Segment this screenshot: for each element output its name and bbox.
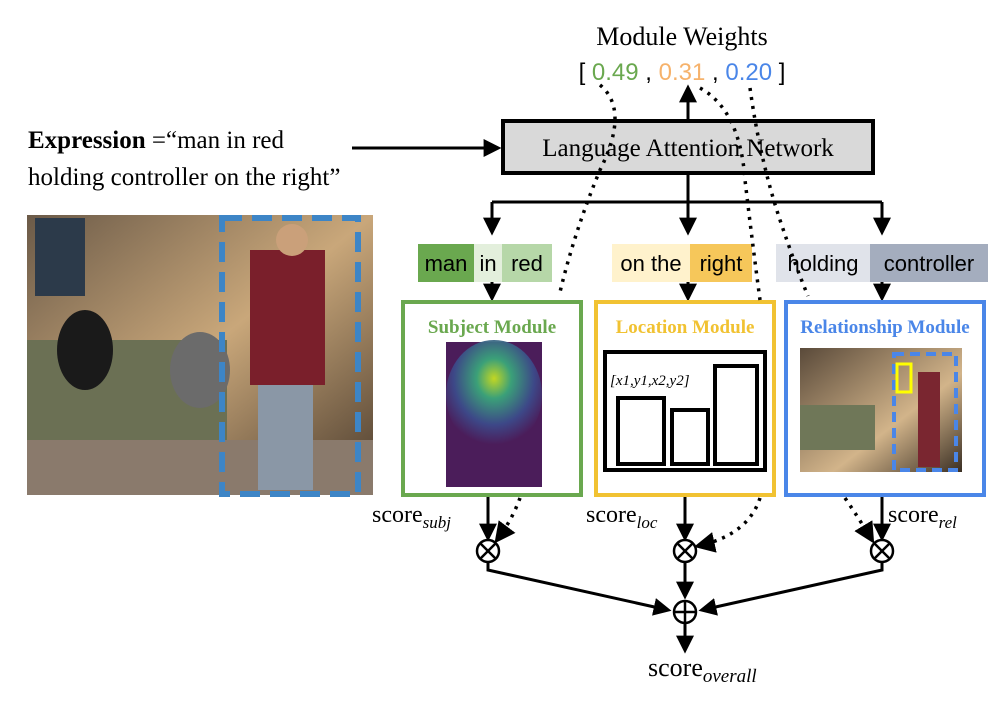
subject-module-title: Subject Module [428, 317, 556, 338]
relationship-photo [800, 348, 962, 472]
score-loc-sub: loc [637, 513, 658, 532]
lan-label: Language Attention Network [542, 135, 834, 162]
module-weights-title: Module Weights [596, 22, 767, 51]
expression-label: Expression [28, 127, 146, 154]
expression-text-1: =“man in red [152, 127, 285, 154]
photo-floor [27, 440, 373, 495]
dotted-weight-rel [748, 87, 810, 297]
dotted-weight-rel-to-mult [843, 497, 875, 544]
score-overall-base: score [648, 653, 703, 682]
arrow-mult-subj-to-add [486, 563, 672, 616]
location-bar-1 [616, 396, 666, 466]
arrow-mult-rel-to-add [698, 563, 884, 616]
expression-line-2: holding controller on the right” [28, 164, 340, 191]
weights-sep-1: , [645, 59, 658, 86]
weight-loc: 0.31 [659, 59, 706, 86]
rel-photo-person-standing [918, 372, 940, 467]
phrase-rel-word-2: controller [884, 251, 974, 276]
multiply-node-loc [672, 538, 698, 564]
weight-subj: 0.49 [592, 59, 639, 86]
location-bar-3 [713, 364, 759, 466]
dotted-weight-subj-to-mult [494, 497, 522, 544]
weight-rel: 0.20 [725, 59, 772, 86]
phrase-loc-word-1: on the [620, 251, 681, 276]
input-photo [27, 215, 373, 497]
weights-open-bracket: [ [579, 59, 586, 86]
photo-person-3-shirt [250, 250, 325, 385]
photo-target-box [219, 215, 361, 497]
phrase-subj-word-2: in [479, 251, 496, 276]
phrase-rel-chip-2 [870, 244, 988, 282]
multiply-x2-subj [479, 542, 497, 560]
photo-person-2 [170, 332, 230, 408]
score-rel-base: score [888, 502, 939, 528]
multiply-node-subj [475, 538, 501, 564]
score-overall-label: scoreoverall [648, 653, 757, 687]
phrase-loc-word-2: right [700, 251, 743, 276]
photo-poster [35, 218, 85, 296]
score-rel-label: scorerel [888, 502, 957, 532]
phrase-loc-chip-2 [690, 244, 752, 282]
location-module-title: Location Module [616, 317, 755, 338]
add-node [672, 599, 698, 625]
weights-sep-2: , [712, 59, 725, 86]
rel-subject-box [892, 352, 958, 472]
photo-person-1 [57, 310, 113, 390]
location-coords: [x1,y1,x2,y2] [610, 373, 690, 389]
multiply-node-rel [869, 538, 895, 564]
expression-line-1: Expression =“man in red [28, 127, 284, 154]
phrase-subj-word-3: red [511, 251, 543, 276]
photo-person-3-head [276, 224, 308, 256]
phrase-subj-chip-2 [474, 244, 502, 282]
phrase-loc-chip-1 [612, 244, 690, 282]
module-weights-values: [ 0.49 , 0.31 , 0.20 ] [579, 59, 786, 86]
subject-heatmap [446, 340, 542, 487]
heatmap-hotspot [446, 340, 542, 450]
dotted-weight-subj [558, 83, 617, 293]
score-loc-base: score [586, 502, 637, 528]
score-overall-sub: overall [703, 666, 757, 687]
phrase-subj-chip-1 [418, 244, 474, 282]
relationship-module-title: Relationship Module [800, 317, 969, 338]
multiply-x2-rel [873, 542, 891, 560]
rel-object-box [895, 362, 913, 394]
phrase-subj-chip-3 [502, 244, 552, 282]
dotted-weight-loc [699, 86, 762, 301]
dotted-weight-loc-to-mult [693, 497, 762, 553]
score-rel-sub: rel [939, 513, 958, 532]
photo-person-3-pants [258, 385, 313, 490]
score-subj-sub: subj [423, 513, 452, 532]
lan-box [501, 119, 875, 175]
rel-photo-sofa [800, 405, 875, 450]
phrase-rel-chip-1 [776, 244, 870, 282]
multiply-x2-loc [676, 542, 694, 560]
score-subj-label: scoresubj [372, 502, 451, 532]
phrase-subj-word-1: man [425, 251, 468, 276]
location-bar-2 [670, 408, 710, 466]
score-loc-label: scoreloc [586, 502, 658, 532]
score-subj-base: score [372, 502, 423, 528]
weights-close-bracket: ] [779, 59, 786, 86]
